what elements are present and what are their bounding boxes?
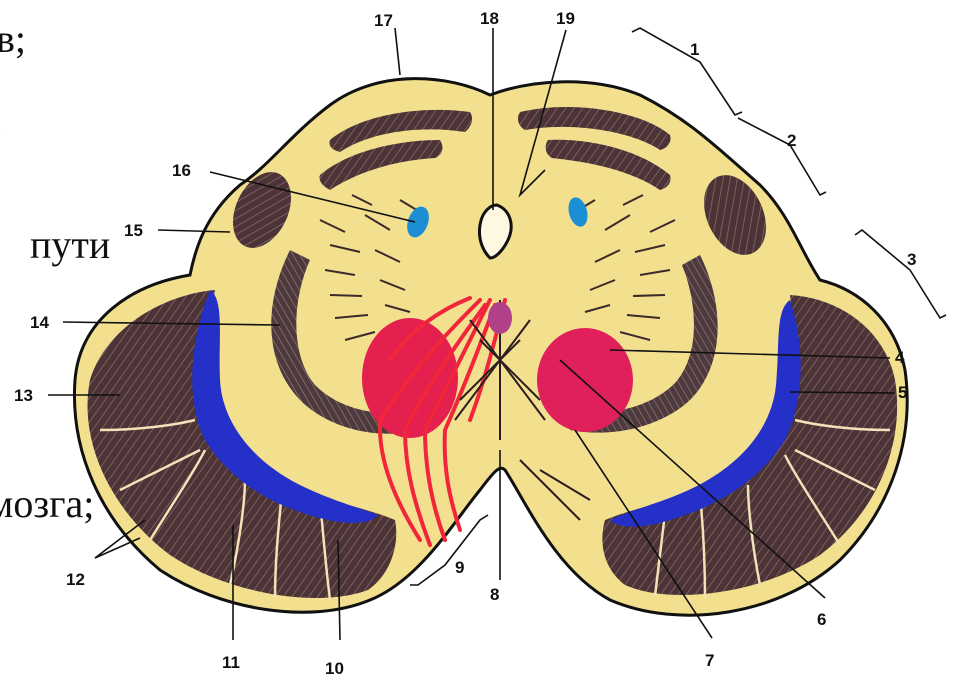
label-4: 4 [895,348,905,367]
text-fragment-top-left: в; [0,16,26,61]
label-6: 6 [817,610,826,629]
label-15: 15 [124,221,143,240]
label-13: 13 [14,386,33,405]
label-10: 10 [325,659,344,678]
text-fragment-puti: пути [30,222,110,267]
midline-nucleus [488,302,512,334]
label-11: 11 [222,653,240,672]
label-14: 14 [30,313,49,332]
label-1: 1 [690,40,699,59]
label-9: 9 [455,558,464,577]
red-nucleus-right [537,328,633,432]
label-7: 7 [705,651,714,670]
label-16: 16 [172,161,191,180]
label-12: 12 [66,570,85,589]
label-2: 2 [787,131,796,150]
label-8: 8 [490,585,499,604]
label-3: 3 [907,250,916,269]
label-17: 17 [374,11,393,30]
text-fragment-left-mid: ; [0,94,3,139]
label-18: 18 [480,9,499,28]
label-19: 19 [556,9,575,28]
label-5: 5 [898,383,907,402]
text-fragment-mozga: мозга; [0,481,94,526]
